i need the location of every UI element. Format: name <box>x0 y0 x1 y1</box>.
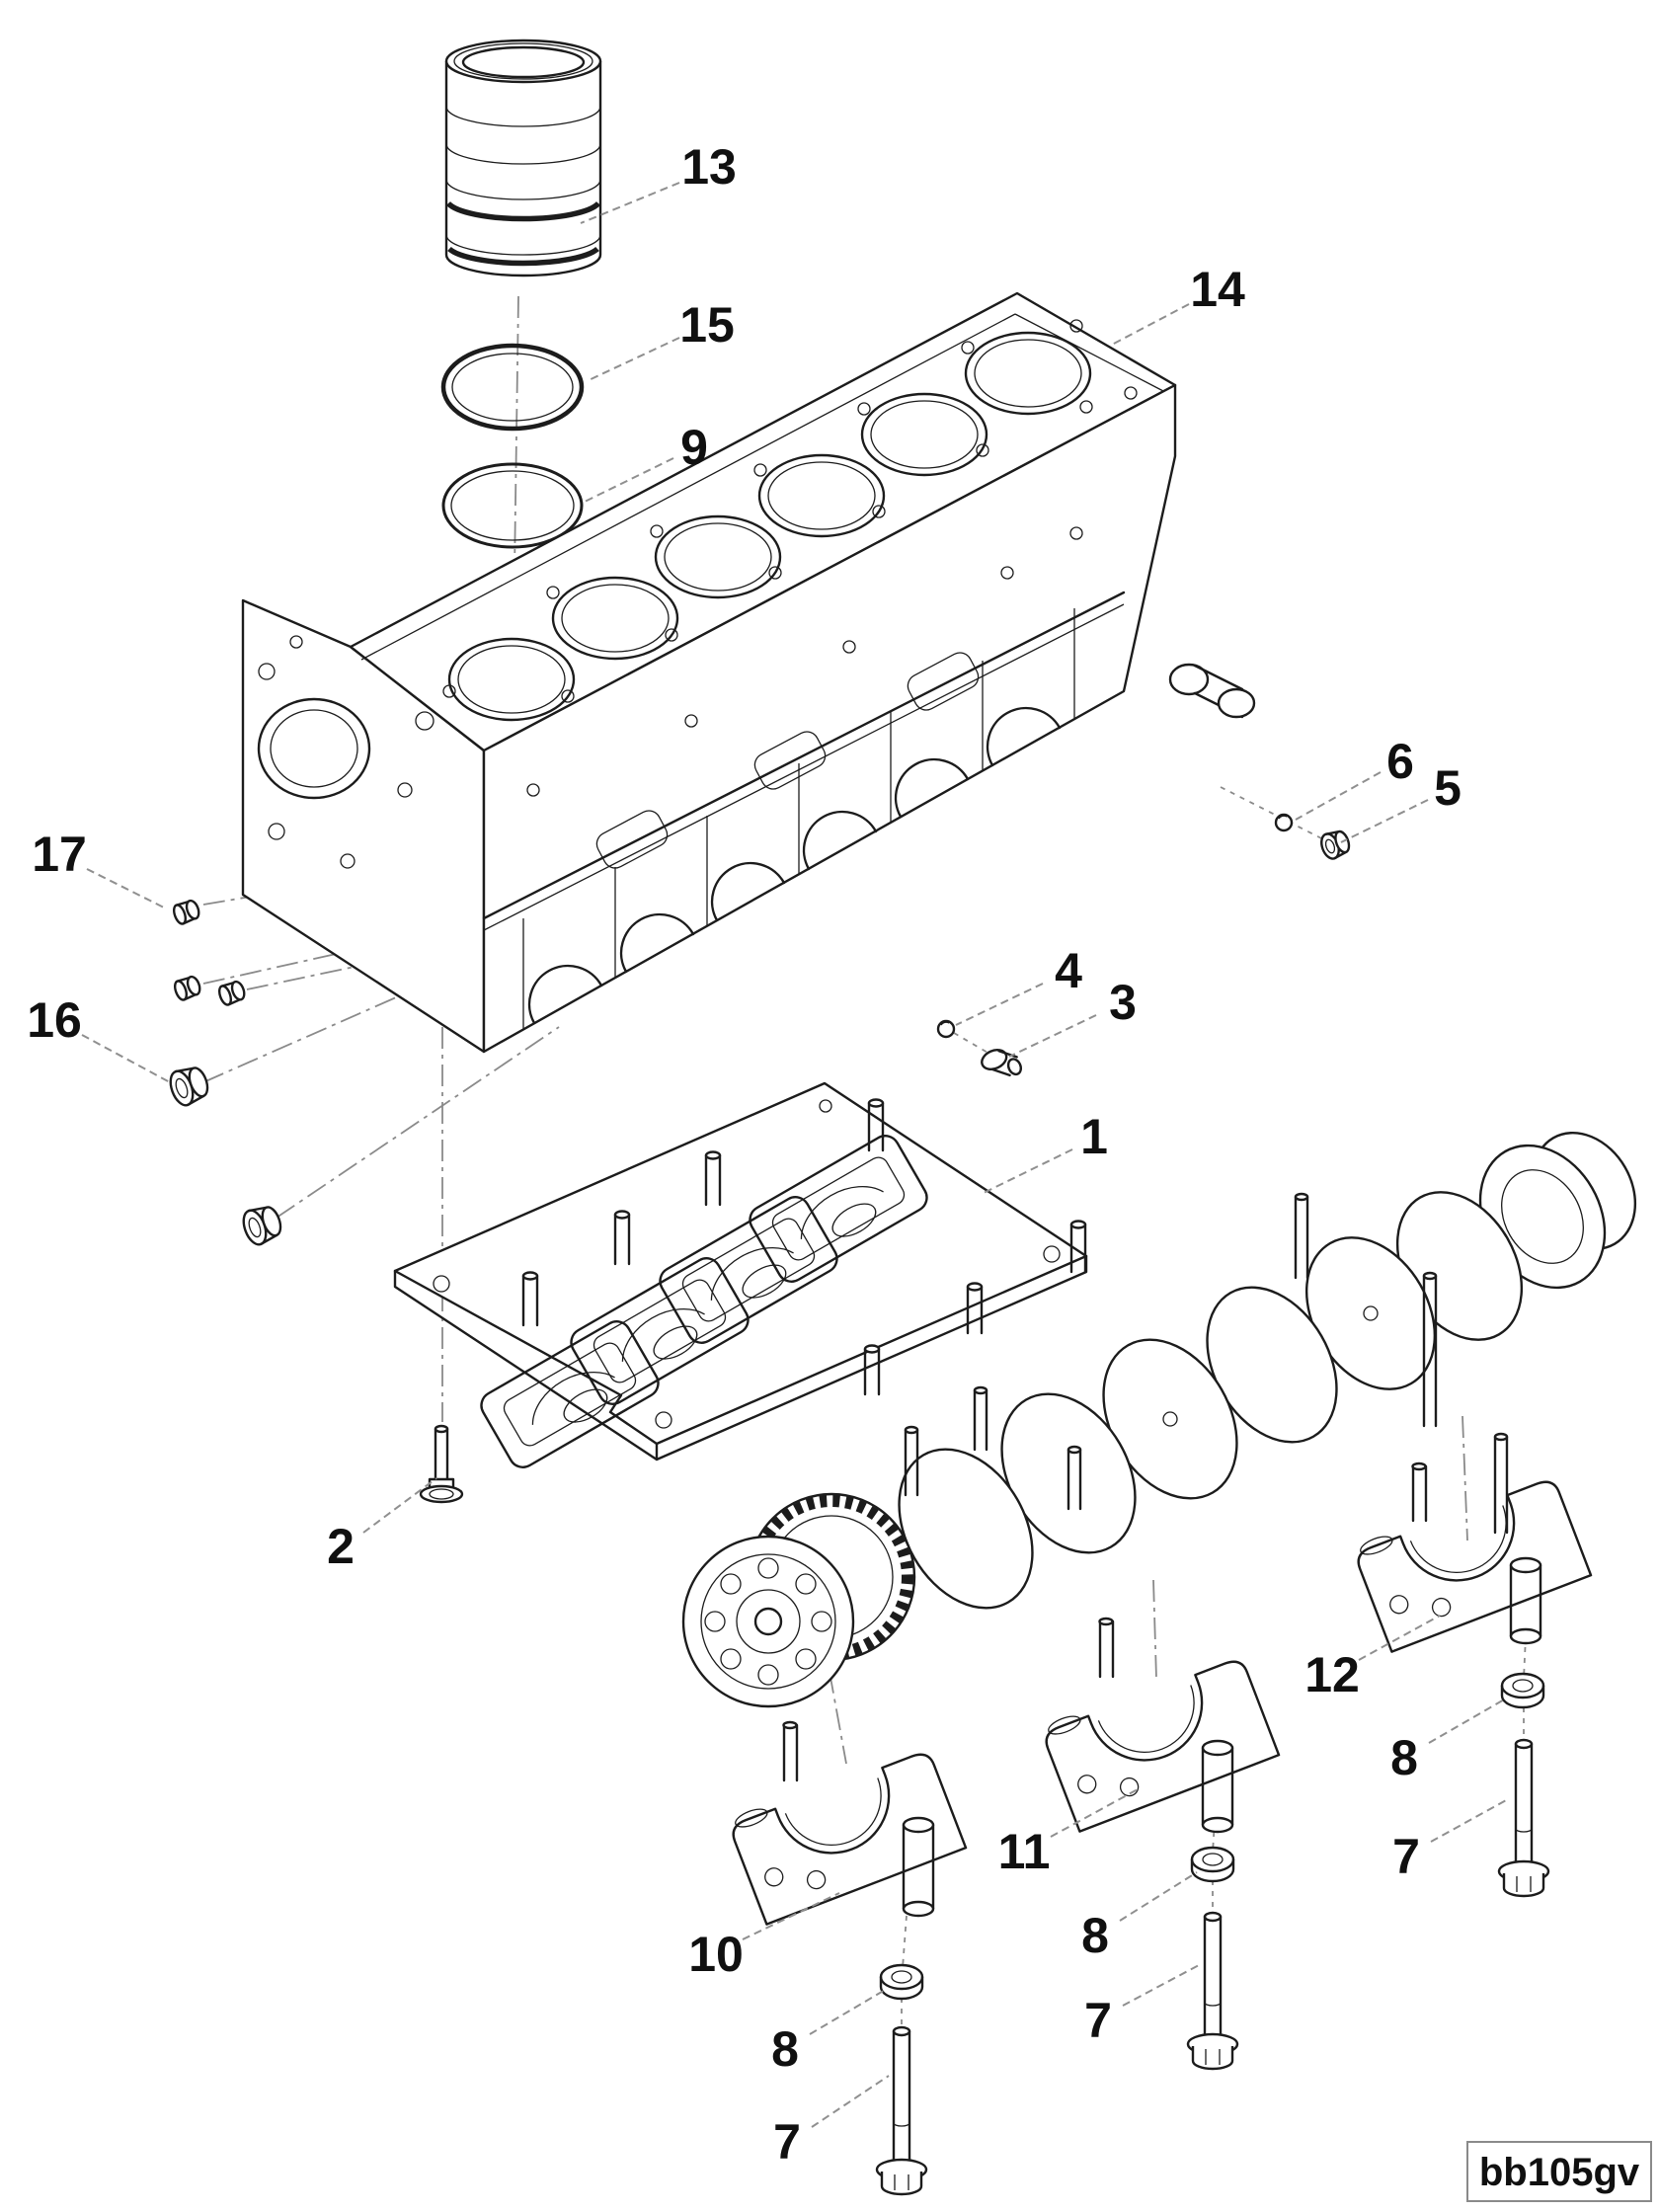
cap-bolt-middle <box>1186 1911 1239 2071</box>
block-mount-boss <box>1168 663 1256 719</box>
leader-line-c8a <box>809 1988 888 2035</box>
cylinder-bores <box>447 331 1092 722</box>
washer-rear <box>1500 1672 1545 1709</box>
screw-3 <box>981 1048 1023 1077</box>
leader-line-c4 <box>955 983 1044 1026</box>
callout-c8c-washer: 8 <box>1390 1730 1418 1785</box>
cap-bolt-rear <box>1497 1738 1550 1898</box>
hub-bolt-holes <box>704 1557 832 1686</box>
leader-line-c7b <box>1122 1964 1200 2007</box>
deck-bolt-holes <box>442 319 1138 703</box>
leader-line-c2 <box>362 1477 437 1534</box>
leader-line-c12 <box>1358 1615 1441 1661</box>
leader-line-c17 <box>86 868 167 909</box>
callout-c14-cylinder-block: 14 <box>1190 262 1245 317</box>
callout-c10-main-bearing-cap-front: 10 <box>688 1927 744 1982</box>
callout-c7b-bearing-cap-bolt: 7 <box>1084 1993 1112 2048</box>
callout-c7c-bearing-cap-bolt: 7 <box>1392 1829 1420 1884</box>
callout-c15-o-ring-upper: 15 <box>679 297 735 353</box>
leader-line-c7a <box>811 2075 890 2128</box>
cylinder-liner <box>444 39 602 277</box>
leader-line-c6 <box>1295 771 1382 821</box>
drawing-code-text: bb105gv <box>1479 2151 1640 2194</box>
leader-line-c14 <box>1109 303 1190 347</box>
block-left-face <box>257 635 434 869</box>
callout-c13-cylinder-liner: 13 <box>681 139 737 195</box>
washer-middle <box>1190 1846 1235 1883</box>
leader-line-c11 <box>1050 1788 1139 1838</box>
ball-4 <box>936 1019 956 1039</box>
callout-c3-set-screw: 3 <box>1109 975 1137 1030</box>
frame-bolt <box>419 1424 464 1504</box>
callout-c11-main-bearing-cap-middle: 11 <box>998 1824 1051 1879</box>
leader-line-c1 <box>983 1148 1073 1194</box>
frame-studs <box>521 1098 1087 1396</box>
cap-bolt-front <box>875 2025 928 2196</box>
bearing-cap-rear <box>1357 1462 1593 1653</box>
cylinder-block <box>241 291 1256 1054</box>
block-front-face <box>482 526 1126 1029</box>
callout-c1-main-bearing-frame: 1 <box>1080 1109 1108 1164</box>
drawing-code-box: bb105gv <box>1466 2141 1652 2202</box>
crank-studs <box>904 1192 1509 1535</box>
leader-line-c13 <box>580 182 680 224</box>
leader-line-c9 <box>584 457 674 503</box>
plug-5 <box>1320 830 1351 860</box>
callout-c4-ball: 4 <box>1055 943 1082 998</box>
ball-6 <box>1274 813 1294 832</box>
leader-line-c8c <box>1428 1698 1507 1744</box>
bearing-cap-middle <box>1045 1617 1281 1834</box>
leader-line-c10 <box>742 1892 840 1940</box>
callout-c8b-washer: 8 <box>1081 1908 1109 1963</box>
leader-line-c3 <box>1008 1014 1097 1058</box>
washer-front <box>879 1963 924 2001</box>
leader-line-c5 <box>1340 799 1429 843</box>
callout-c8a-washer: 8 <box>771 2021 799 2077</box>
callout-c9-o-ring-lower: 9 <box>680 420 708 475</box>
cup-plugs <box>169 1066 282 1246</box>
leader-line-c8b <box>1119 1871 1198 1922</box>
callout-c5-plug: 5 <box>1434 760 1462 816</box>
leader-line-c7c <box>1430 1798 1509 1843</box>
o-ring-lower <box>441 462 584 549</box>
main-bearing-frame <box>393 1081 1088 1468</box>
o-ring-upper <box>440 343 585 432</box>
crankshaft <box>681 1131 1637 1708</box>
leader-line-c16 <box>81 1034 171 1083</box>
leader-line-c15 <box>586 337 680 382</box>
callout-c12-main-bearing-cap-rear: 12 <box>1304 1647 1360 1702</box>
callout-c2-frame-bolt: 2 <box>327 1519 355 1574</box>
callout-c7a-bearing-cap-bolt: 7 <box>773 2114 801 2170</box>
callout-c17-plug-screw: 17 <box>32 827 87 882</box>
callout-c6-ball: 6 <box>1386 734 1414 789</box>
callout-c16-cup-plug: 16 <box>27 992 82 1048</box>
bearing-cap-front <box>732 1720 968 1926</box>
gallery-plug-screws <box>172 899 246 1006</box>
